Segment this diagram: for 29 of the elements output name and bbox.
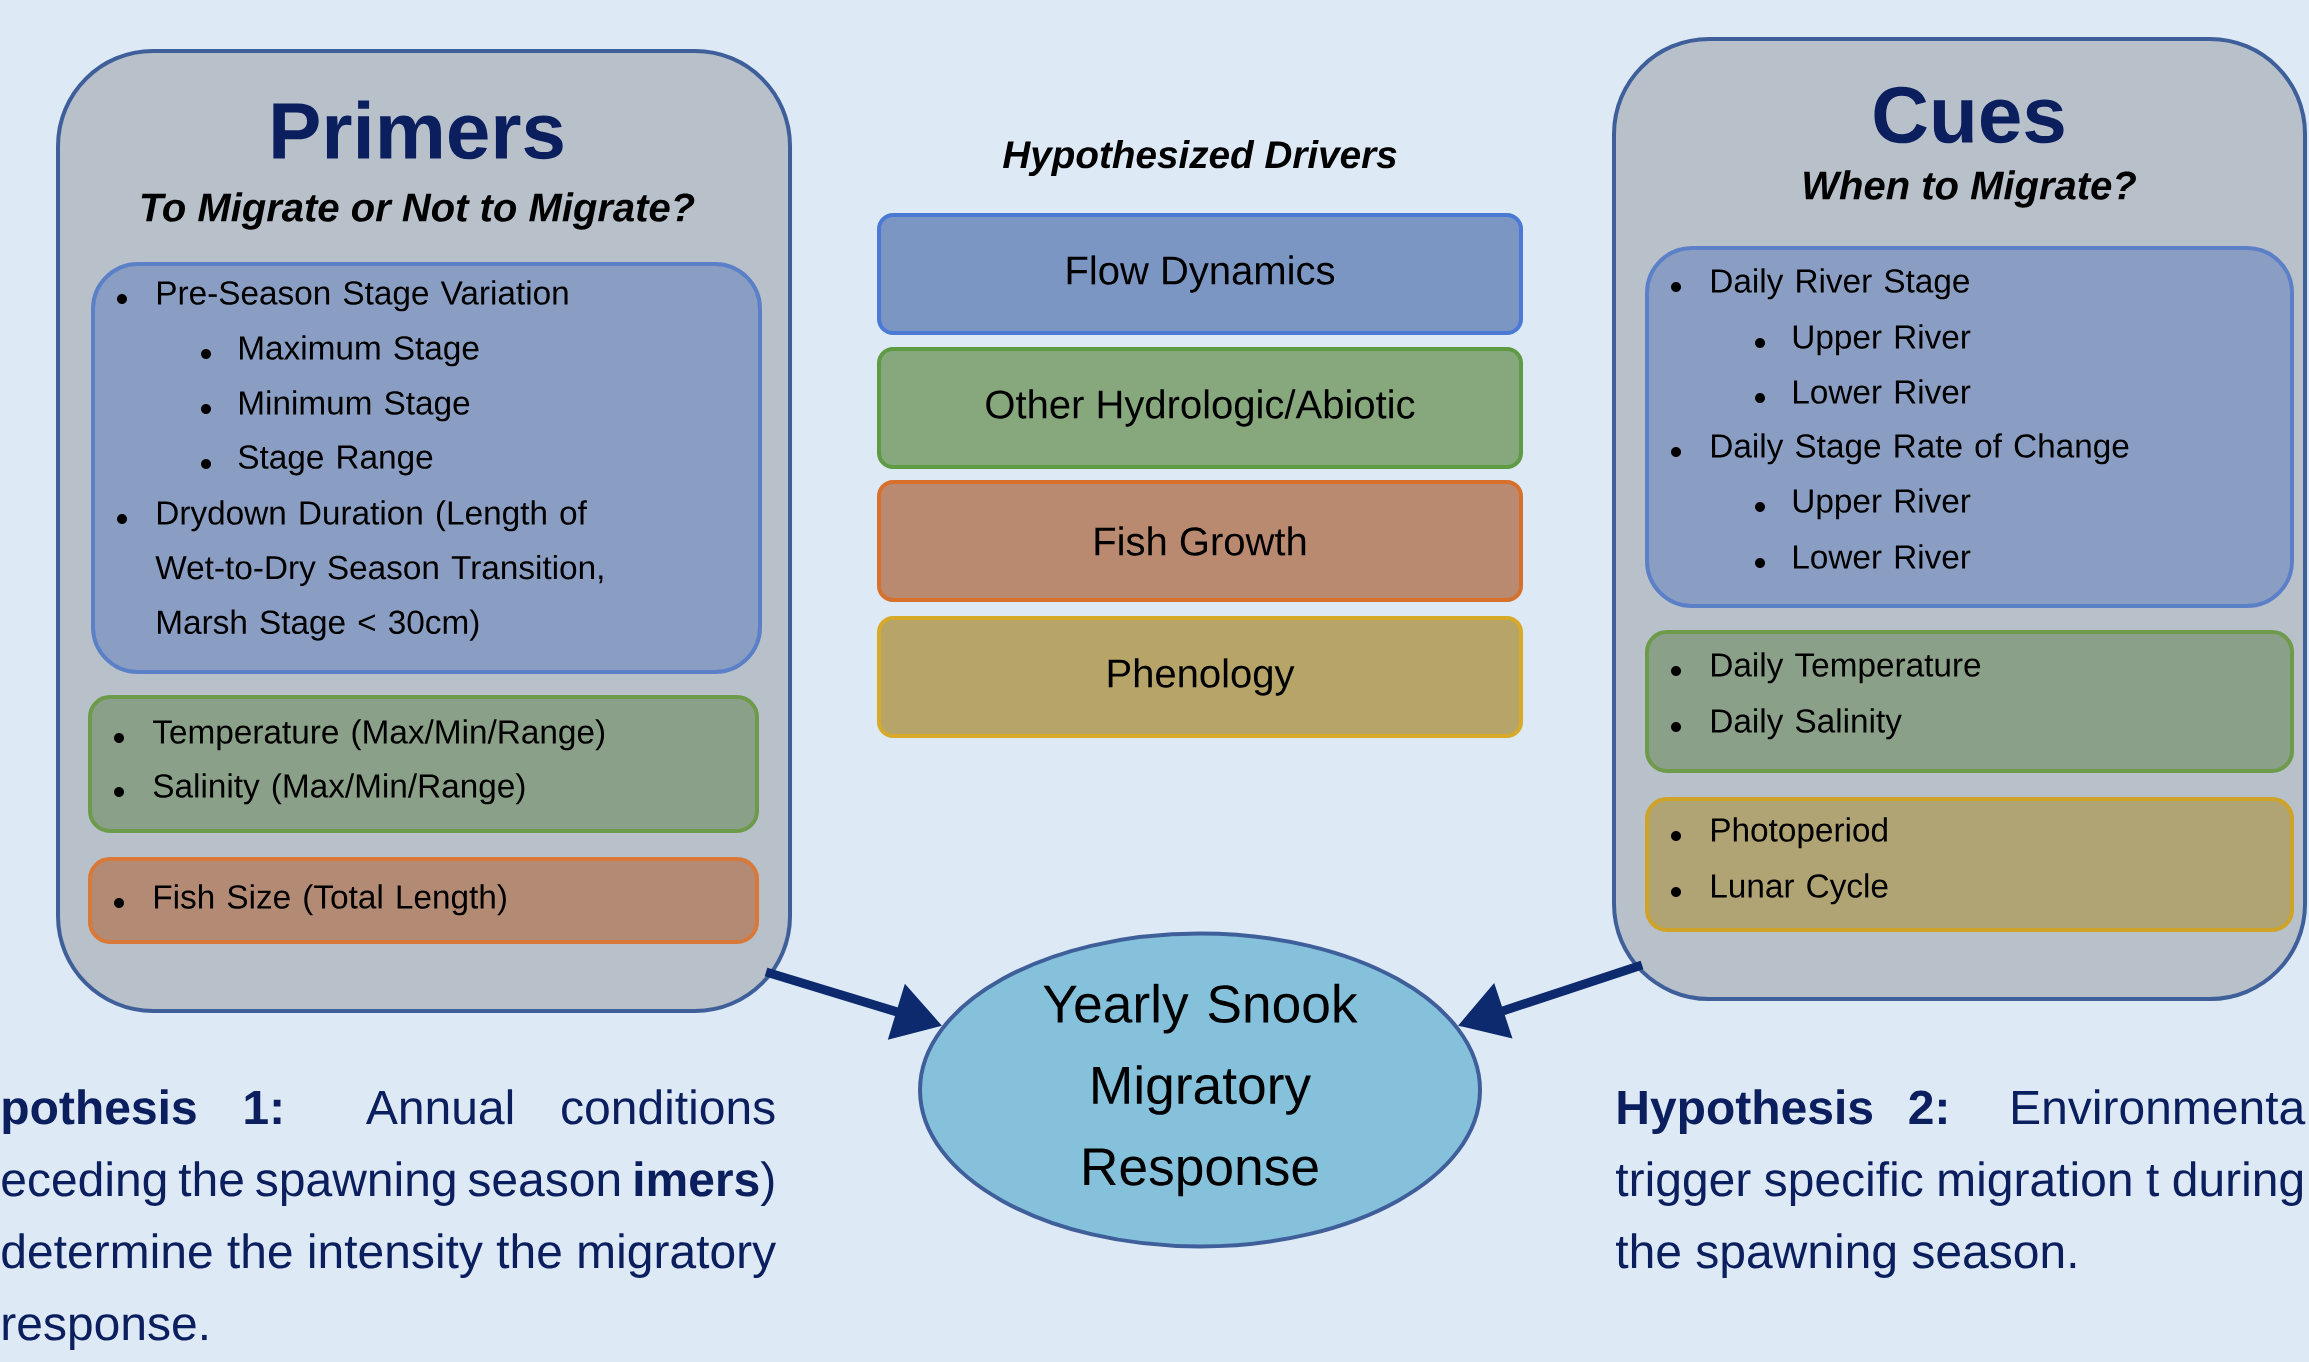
list-item: Minimum Stage — [240, 390, 470, 422]
list-item: Daily Salinity — [1712, 708, 1902, 740]
panel-title: Primers — [273, 100, 563, 160]
list-item: Daily River Stage — [1712, 268, 1969, 300]
list-item: Maximum Stage — [240, 335, 479, 367]
list-item: Lunar Cycle — [1712, 873, 1888, 905]
hypothesis-text: pothesis 1: Annual conditions eceding the spawning season imers) determine the intensity the migratory response. — [2, 1089, 777, 1350]
driver-box: Other Hydrologic/Abiotic — [877, 347, 1523, 469]
list-item: Daily Stage Rate of Change — [1712, 433, 2129, 465]
heading: Hypothesized Drivers — [1003, 139, 1397, 176]
list-item: Fish Size (Total Length) — [155, 884, 506, 916]
panel-title: Cues — [1874, 86, 2064, 144]
driver-box: Phenology — [877, 616, 1523, 738]
driver-box: Fish Growth — [877, 480, 1523, 602]
list-item: Upper River — [1793, 324, 1971, 356]
list-item: Lower River — [1794, 379, 1971, 404]
list-item: Daily Temperature — [1712, 652, 1981, 684]
panel-subtitle: To Migrate or Not to Migrate? — [141, 192, 695, 230]
list-item: Stage Range — [238, 445, 433, 476]
driver-box: Flow Dynamics — [877, 213, 1523, 335]
hypothesis-text: Hypothesis 2: Environmenta trigger specific migration t during the spawning season. — [1616, 1089, 2306, 1278]
list-item: Upper River — [1793, 488, 1971, 520]
list-item: Lower River — [1794, 544, 1971, 569]
list-item: Drydown Duration (Length of Wet-to-Dry Season Transition, Marsh Stage < 30cm) — [155, 500, 603, 641]
panel-subtitle: When to Migrate? — [1804, 170, 2136, 208]
list-item: Salinity (Max/Min/Range) — [153, 773, 525, 805]
list-item: Pre-Season Stage Variation — [158, 280, 568, 312]
list-item: Temperature (Max/Min/Range) — [153, 719, 604, 751]
list-item: Photoperiod — [1712, 817, 1887, 849]
